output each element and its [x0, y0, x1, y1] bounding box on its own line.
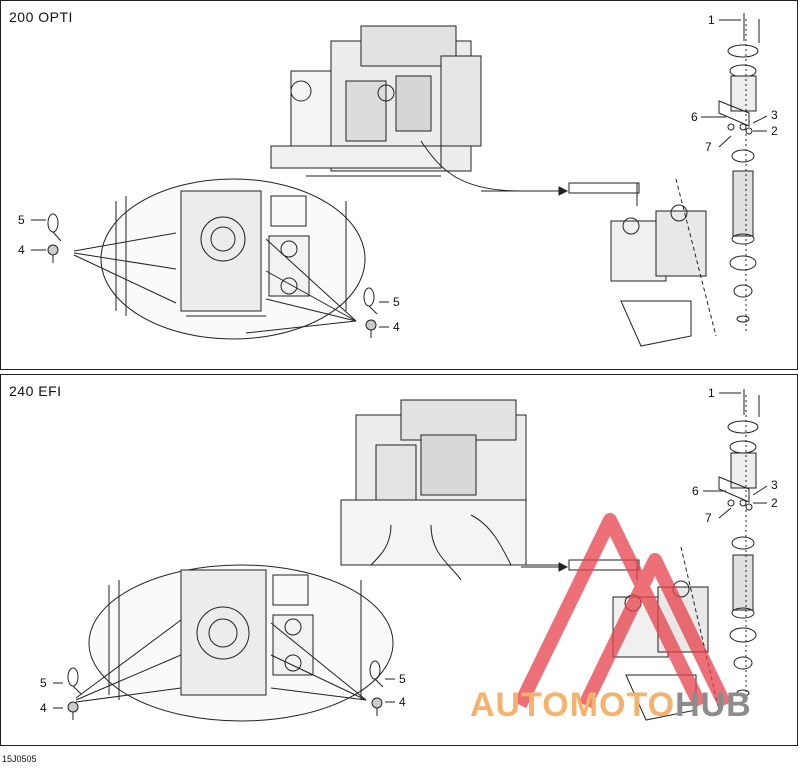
document-code: 15J0505 [2, 754, 37, 764]
push-rivet-icon [67, 701, 79, 720]
callout-1: 1 [708, 386, 715, 400]
callout-7: 7 [705, 140, 712, 154]
diagram-panel-200-opti: 200 OPTI [0, 0, 798, 370]
tie-wrap-icon [369, 660, 384, 688]
push-rivet-icon [365, 319, 377, 338]
callout-5: 5 [40, 676, 47, 690]
exploded-parts-stack [718, 389, 760, 705]
callout-6: 6 [691, 110, 698, 124]
push-rivet-icon [47, 244, 59, 263]
mounting-detail-inset [73, 178, 366, 340]
callout-3: 3 [771, 108, 778, 122]
tie-wrap-icon [67, 667, 82, 695]
panel-title: 200 OPTI [9, 9, 73, 25]
watermark-text: AUTOMOTOHUB [470, 686, 752, 725]
watermark-part-1: AUTOMOTO [470, 686, 676, 724]
callout-5: 5 [393, 295, 400, 309]
engine-illustration [270, 25, 561, 192]
engine-illustration [340, 399, 561, 581]
callout-4: 4 [40, 701, 47, 715]
push-rivet-icon [371, 697, 383, 716]
oil-tank-illustration [568, 178, 717, 347]
callout-2: 2 [771, 124, 778, 138]
oil-tank-diagram-200-opti: 1 6 3 2 7 5 4 5 4 [18, 13, 778, 347]
tie-wrap-icon [47, 213, 62, 242]
panel-title: 240 EFI [9, 383, 62, 399]
callout-4: 4 [393, 320, 400, 334]
callout-2: 2 [771, 496, 778, 510]
callout-4: 4 [18, 243, 25, 257]
callout-4: 4 [399, 695, 406, 709]
tie-wrap-icon [363, 287, 378, 315]
watermark-part-2: HUB [675, 686, 752, 724]
mounting-detail-inset [75, 564, 394, 722]
callout-3: 3 [771, 478, 778, 492]
callout-5: 5 [18, 213, 25, 227]
callout-1: 1 [708, 13, 715, 27]
callout-6: 6 [692, 484, 699, 498]
exploded-parts-stack [718, 13, 760, 331]
callout-5: 5 [399, 672, 406, 686]
callout-7: 7 [705, 511, 712, 525]
